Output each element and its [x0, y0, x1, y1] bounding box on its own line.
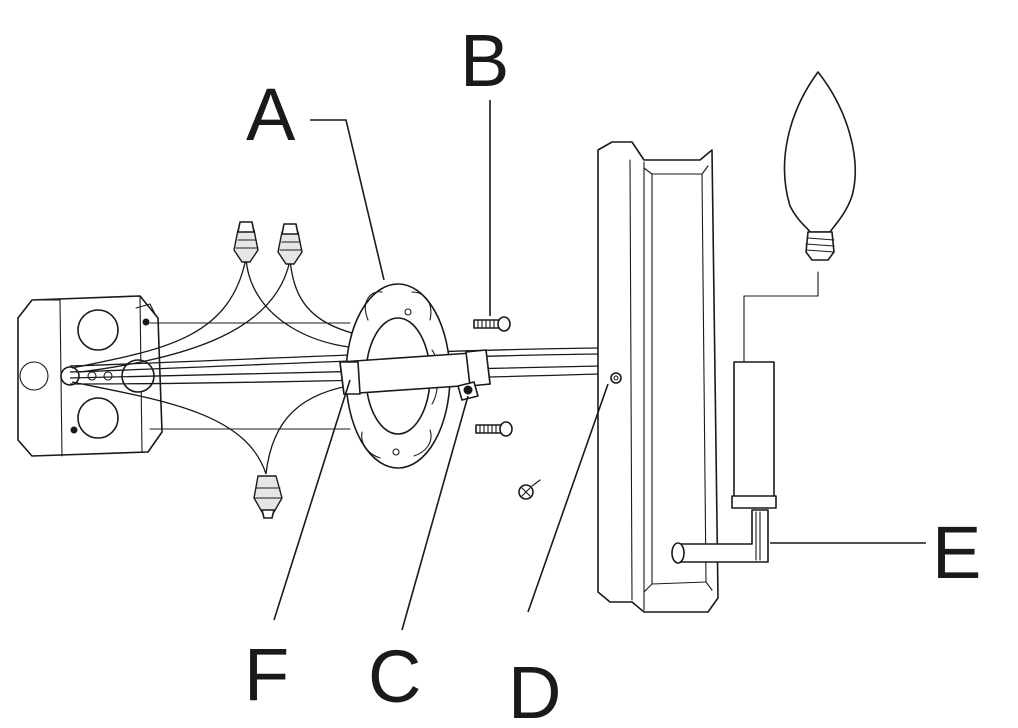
leader-d	[527, 383, 609, 613]
wire-connector-bottom	[253, 475, 283, 519]
wire-connector-middle	[277, 223, 303, 265]
callout-a: A	[246, 73, 296, 156]
fixture-arm	[671, 509, 769, 564]
ground-screw	[457, 381, 479, 401]
projection-lines	[149, 322, 351, 430]
leader-f	[273, 379, 351, 621]
callout-c: C	[368, 635, 421, 718]
leader-a	[310, 119, 385, 281]
leader-c	[401, 395, 469, 631]
cap-screw	[518, 479, 541, 500]
fixture-backplate	[597, 141, 719, 613]
candle-socket	[731, 271, 819, 509]
callout-e: E	[932, 511, 981, 594]
callout-b: B	[460, 19, 509, 102]
mounting-bracket	[339, 283, 491, 469]
mounting-screw-top	[473, 316, 511, 332]
candle-bulb	[783, 71, 856, 261]
callout-f: F	[244, 633, 289, 716]
mounting-screw-bottom	[475, 421, 513, 437]
junction-box	[17, 295, 163, 457]
wire-connector-left	[233, 221, 259, 263]
callout-d: D	[508, 651, 561, 728]
leader-lines	[273, 100, 926, 631]
